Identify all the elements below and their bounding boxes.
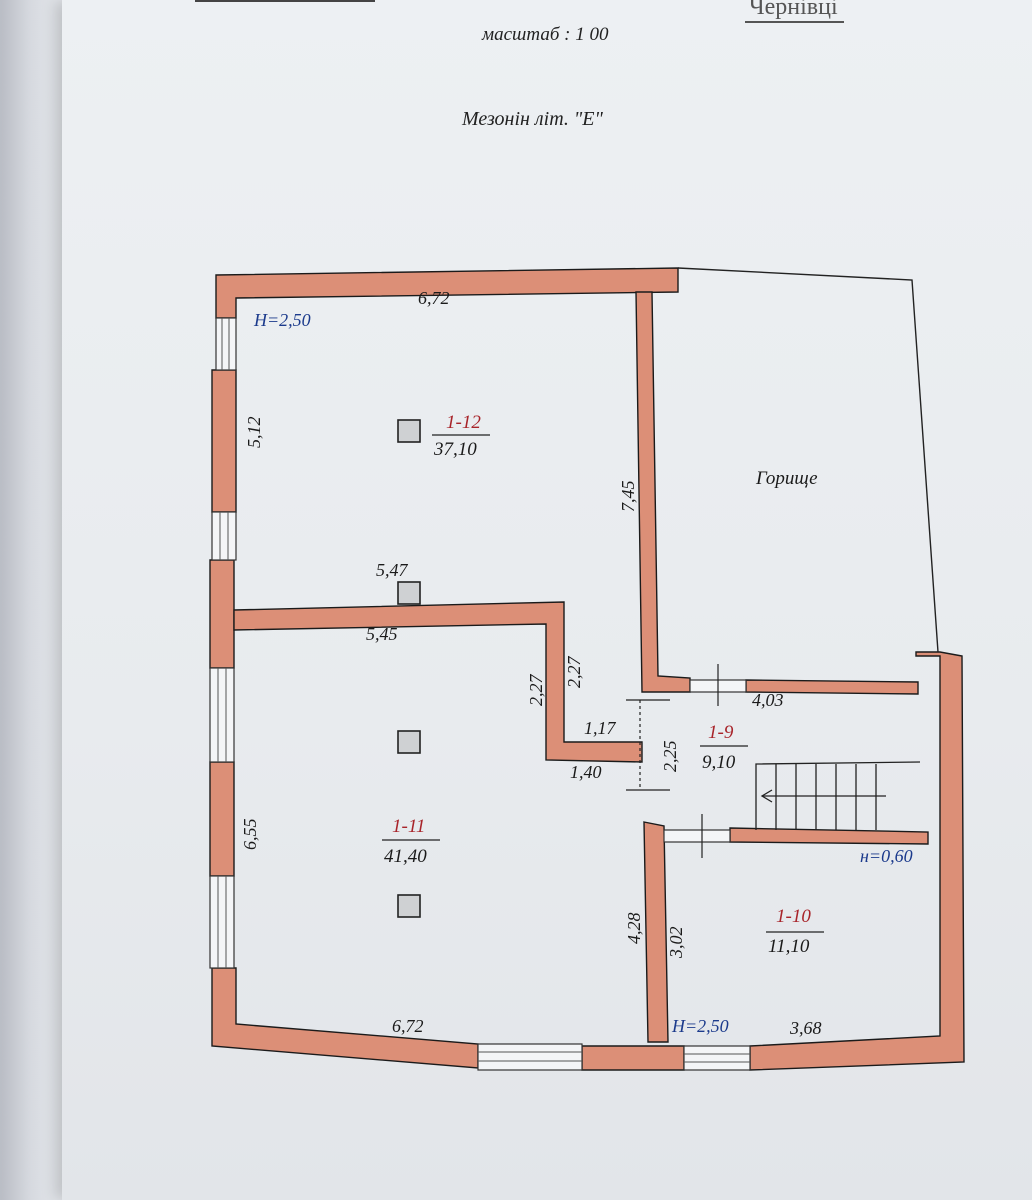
city-label: Чернівці (745, 0, 844, 23)
wall-left-3 (209, 761, 235, 877)
dim-mid-top: 5,47 (376, 560, 409, 580)
floor-title: Мезонін літ. "Е" (462, 108, 603, 130)
header-rule (195, 0, 375, 6)
chimneys (397, 419, 421, 918)
room-id-1-12: 1-12 (446, 412, 481, 433)
chimney-3 (397, 730, 421, 754)
room-area-1-11: 41,40 (384, 846, 427, 867)
wall-mid-notch (233, 601, 643, 763)
wall-room10-left (643, 821, 669, 1043)
wall-bottom-mid (581, 1045, 685, 1071)
height-top: H=2,50 (253, 310, 311, 330)
room-id-1-9: 1-9 (708, 722, 734, 743)
wall-left-2 (209, 559, 235, 669)
dim-top-width: 6,72 (418, 288, 450, 308)
dim-notch-bottom-lower: 1,40 (570, 762, 602, 782)
wall-room10-top (729, 827, 929, 845)
stairs (755, 761, 921, 830)
dim-room10-height: 3,02 (666, 927, 686, 960)
window-lines (217, 318, 750, 1063)
dim-corridor-height: 2,25 (660, 741, 680, 773)
chimney-2 (397, 581, 421, 605)
height-small: н=0,60 (860, 846, 913, 866)
dim-notch-bottom-upper: 1,17 (584, 718, 617, 738)
dim-left-upper: 5,12 (244, 417, 264, 449)
room-area-1-12: 37,10 (433, 439, 477, 460)
dim-bottom-right: 3,68 (789, 1018, 822, 1038)
wall-bottom-right (749, 651, 965, 1071)
dim-mid-bottom: 5,45 (366, 624, 398, 644)
dim-bottom-left: 6,72 (392, 1016, 424, 1036)
scale-label: масштаб : 1 00 (482, 24, 609, 45)
chimney-4 (397, 894, 421, 918)
dim-left-lower: 6,55 (240, 819, 260, 851)
wall-left-1 (211, 369, 237, 513)
dim-right-lower: 4,28 (624, 913, 644, 945)
wall-bottom-left (211, 967, 479, 1069)
wall-vertical-attic (635, 291, 691, 693)
windows (209, 317, 751, 1071)
room-area-1-10: 11,10 (768, 936, 810, 957)
dim-notch-outer: 2,27 (526, 674, 546, 707)
door-ticks (626, 664, 719, 858)
fraction-lines (382, 434, 824, 933)
chimney-1 (397, 419, 421, 443)
room-id-1-11: 1-11 (392, 816, 425, 837)
dim-right-upper: 7,45 (618, 481, 638, 513)
room-id-1-10: 1-10 (776, 906, 811, 927)
attic-label: Горище (755, 468, 818, 489)
height-bottom: H=2,50 (671, 1016, 729, 1036)
dim-notch-inner: 2,27 (564, 656, 584, 689)
attic-outline (677, 267, 939, 653)
dim-corridor-width: 4,03 (752, 690, 784, 710)
room-area-1-9: 9,10 (702, 752, 736, 773)
